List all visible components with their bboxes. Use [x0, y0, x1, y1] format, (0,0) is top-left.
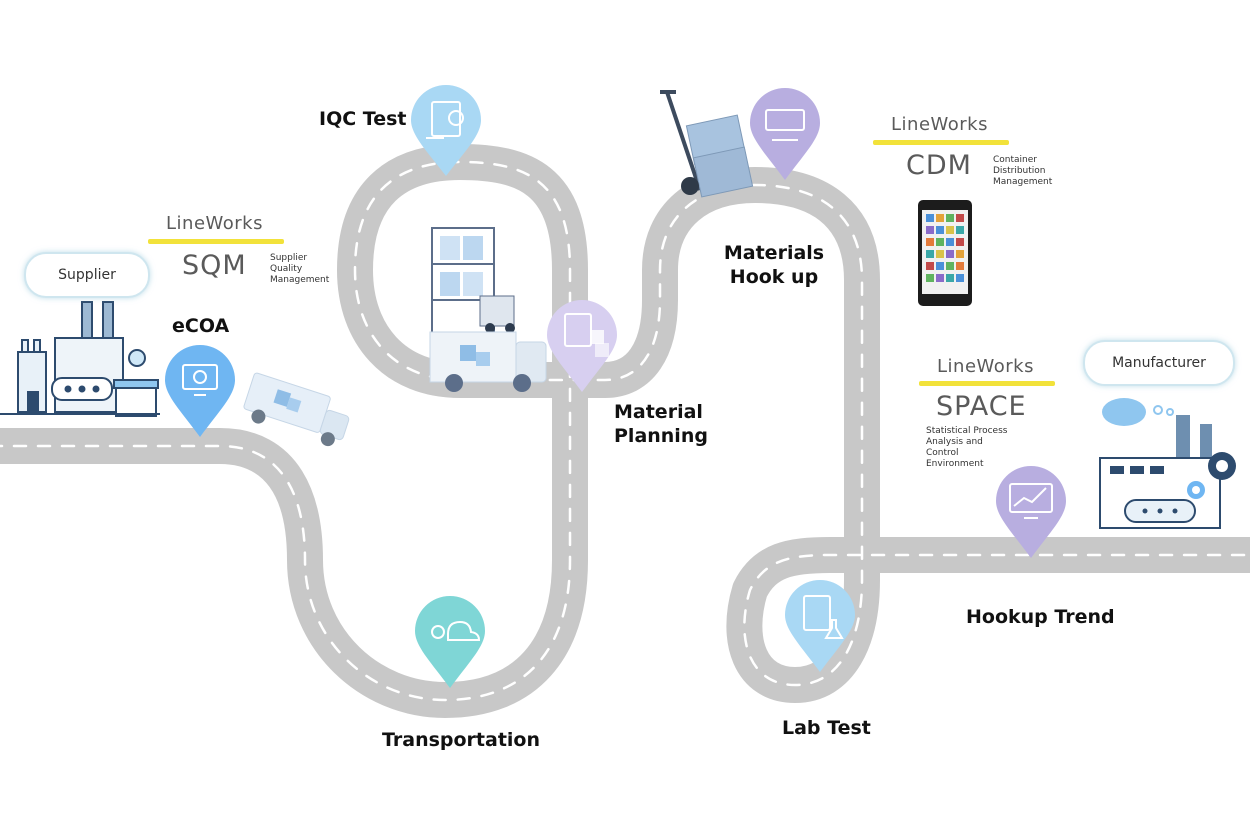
delivery-truck-icon: [243, 372, 350, 447]
supplier-badge: Supplier: [24, 252, 150, 298]
cdm-brand-underline: [873, 140, 1009, 145]
space-brand: LineWorks: [937, 356, 1034, 377]
manufacturer-badge: Manufacturer: [1083, 340, 1235, 386]
hookup-trend-label: Hookup Trend: [966, 606, 1115, 628]
manufacturer-label: Manufacturer: [1112, 355, 1206, 371]
sqm-brand-underline: [148, 239, 284, 244]
material-planning-pin[interactable]: [547, 300, 617, 392]
transportation-label: Transportation: [382, 729, 541, 751]
ecoa-pin[interactable]: [165, 345, 235, 437]
hand-truck-icon: [660, 90, 754, 198]
space-description: Statistical Process Analysis and Control…: [926, 426, 1008, 469]
ecoa-label: eCOA: [172, 315, 230, 337]
cdm-brand: LineWorks: [891, 114, 988, 135]
cdm-product-name: CDM: [906, 150, 972, 181]
road-dashes: [0, 160, 1250, 702]
material-planning-label: Material Planning: [614, 401, 708, 447]
road: [0, 144, 1250, 718]
lab-test-label: Lab Test: [782, 717, 871, 739]
supplier-label: Supplier: [58, 267, 116, 283]
sqm-product-name: SQM: [182, 250, 247, 281]
sqm-brand: LineWorks: [166, 213, 263, 234]
warehouse-icon: [431, 227, 515, 339]
mobile-phone-icon: [918, 200, 972, 306]
manufacturer-factory-icon: [1099, 398, 1236, 529]
materials-hookup-label: Materials Hook up: [723, 242, 825, 288]
sqm-description: Supplier Quality Management: [270, 253, 330, 285]
materials-hookup-pin[interactable]: [750, 88, 820, 180]
transportation-pin[interactable]: [415, 596, 485, 688]
space-brand-underline: [919, 381, 1055, 386]
app-grid-icon: [926, 214, 964, 282]
truck-warehouse-icon: [429, 331, 547, 392]
iqc-test-pin[interactable]: [411, 85, 481, 176]
lab-test-pin[interactable]: [785, 580, 855, 672]
space-product-name: SPACE: [936, 391, 1027, 422]
iqc-test-label: IQC Test: [319, 108, 407, 130]
cdm-description: Container Distribution Management: [993, 155, 1053, 187]
supplier-factory-icon: [0, 301, 160, 417]
hookup-trend-pin[interactable]: [996, 466, 1066, 558]
